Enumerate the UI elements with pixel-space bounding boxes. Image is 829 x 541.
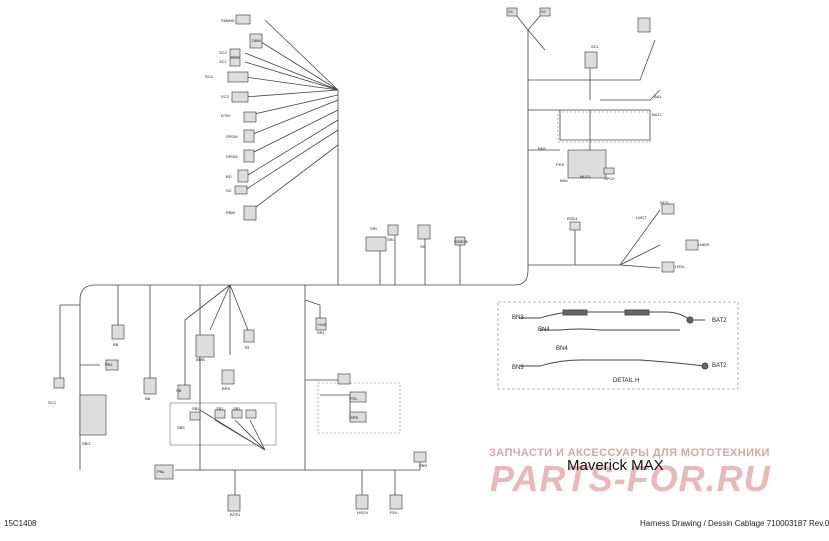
- connector-code: DTM: [221, 113, 230, 118]
- connector-code: SR1: [317, 330, 325, 335]
- connector-code: SB1: [192, 406, 200, 411]
- connector-code: RBM: [226, 210, 235, 215]
- connector-code: SB1: [233, 406, 241, 411]
- connector-code: MLD1: [580, 174, 591, 179]
- connector-code: DBM: [252, 38, 261, 43]
- connector-code: PB1: [105, 362, 113, 367]
- detail-h-cables: [520, 309, 709, 370]
- connector-code: BMB: [196, 357, 205, 362]
- connector-code: RSD1: [567, 216, 578, 221]
- connector-code: PDL: [390, 510, 398, 515]
- connector-code: NCS: [660, 200, 669, 205]
- watermark-logo: PARTS-FOR.RU: [490, 458, 771, 499]
- connector-code: BA1: [654, 94, 662, 99]
- connector-code: SC2: [219, 50, 227, 55]
- connector-code: LMCT: [636, 215, 647, 220]
- connector-code: PDS: [556, 162, 565, 167]
- connector-code: SC1: [591, 44, 599, 49]
- connector-code: SC1: [219, 59, 227, 64]
- connector-code: SPB: [350, 415, 359, 420]
- detail-h-title: DETAIL H: [613, 378, 640, 384]
- connector-code: SRL: [387, 237, 395, 242]
- connector-code: BN4: [560, 178, 568, 183]
- connector-code: SC: [508, 9, 514, 14]
- connector-code: SRL: [370, 226, 378, 231]
- connector-code: SC: [541, 9, 547, 14]
- connector-code: SC4: [205, 74, 213, 79]
- connector-code: SBG: [82, 441, 91, 446]
- connector-code: SBE: [177, 425, 186, 430]
- connector-code: BRS: [222, 386, 231, 391]
- connector-code: RSBCB: [454, 239, 468, 244]
- connector-code: SPO2: [604, 176, 615, 181]
- connector-code: BB: [145, 396, 151, 401]
- connector-code: HSDV: [357, 510, 369, 515]
- connector-code: SR: [420, 244, 426, 249]
- harness-wires: [59, 9, 739, 500]
- connector-code: SPDM: [226, 154, 238, 159]
- connector-code: LMDR: [698, 242, 710, 247]
- detail-h-label: BN4: [556, 346, 568, 352]
- detail-h-label: BN3: [512, 315, 524, 321]
- connector-code: PNL: [157, 469, 165, 474]
- detail-h-label: BAT2: [712, 363, 727, 369]
- wiring-harness-diagram: [53, 7, 739, 512]
- connector-code: SB: [176, 388, 182, 393]
- connector-code: PBR: [419, 463, 428, 468]
- model-name: Maverick MAX: [567, 457, 664, 474]
- connector-code: HVB: [318, 322, 327, 327]
- connector-code: SCC: [48, 400, 57, 405]
- connector-code: TR: [244, 345, 250, 350]
- connector-code: PDL: [350, 396, 358, 401]
- connector-code: BAT2: [652, 112, 662, 117]
- drawing-number: 15C1408: [4, 519, 37, 528]
- connector-code: BCP1: [230, 512, 241, 517]
- connector-code: SIWMD: [221, 18, 235, 23]
- detail-h-label: BAT2: [712, 318, 727, 324]
- connector-code: SC: [226, 188, 232, 193]
- detail-h-label: BN4: [538, 327, 550, 333]
- connector-code: SPDM: [226, 134, 238, 139]
- watermark-tagline: ЗАПЧАСТИ И АКСЕССУАРЫ ДЛЯ МОТОТЕХНИКИ: [489, 447, 770, 459]
- detail-h-label: BN3: [512, 365, 524, 371]
- connector-code: SC3: [221, 94, 229, 99]
- connector-code: BD: [226, 174, 232, 179]
- connectors: [53, 7, 699, 512]
- connector-code: LRSL: [675, 264, 686, 269]
- connector-code: SB1: [216, 406, 224, 411]
- harness-title: Harness Drawing / Dessin Cablage 7100031…: [640, 519, 829, 528]
- connector-code: BB: [113, 342, 119, 347]
- connector-code: BN3: [538, 146, 546, 151]
